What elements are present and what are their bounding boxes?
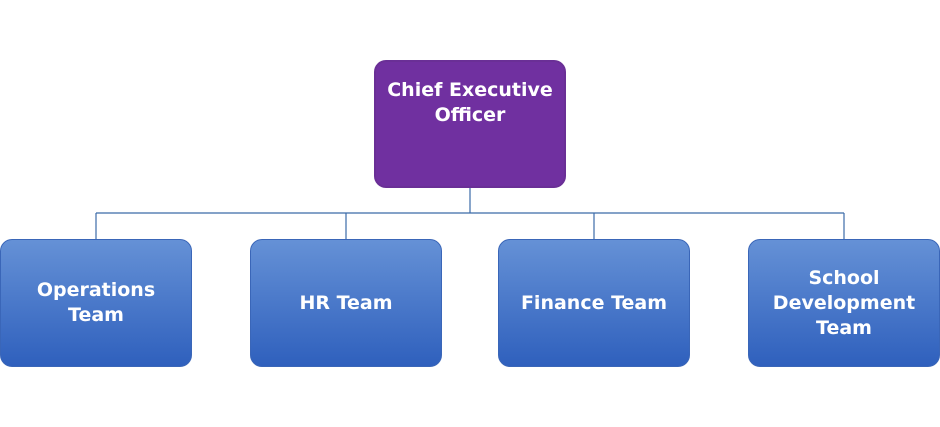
node-school-development-team[interactable]: School Development Team — [748, 239, 940, 367]
node-label-chief-executive-officer: Chief Executive Officer — [387, 79, 553, 126]
node-label-finance-team: Finance Team — [520, 291, 668, 314]
node-finance-team[interactable]: Finance Team — [498, 239, 690, 367]
node-label-school-development-team: School Development Team — [772, 266, 916, 339]
node-label-operations-team: Operations Team — [36, 279, 156, 326]
node-hr-team[interactable]: HR Team — [250, 239, 442, 367]
node-chief-executive-officer[interactable]: Chief Executive Officer — [374, 60, 566, 188]
node-label-hr-team: HR Team — [299, 291, 393, 314]
node-operations-team[interactable]: Operations Team — [0, 239, 192, 367]
